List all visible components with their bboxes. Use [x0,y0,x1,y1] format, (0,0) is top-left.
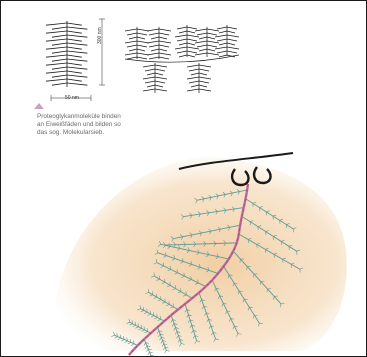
halo-shape [55,157,347,351]
